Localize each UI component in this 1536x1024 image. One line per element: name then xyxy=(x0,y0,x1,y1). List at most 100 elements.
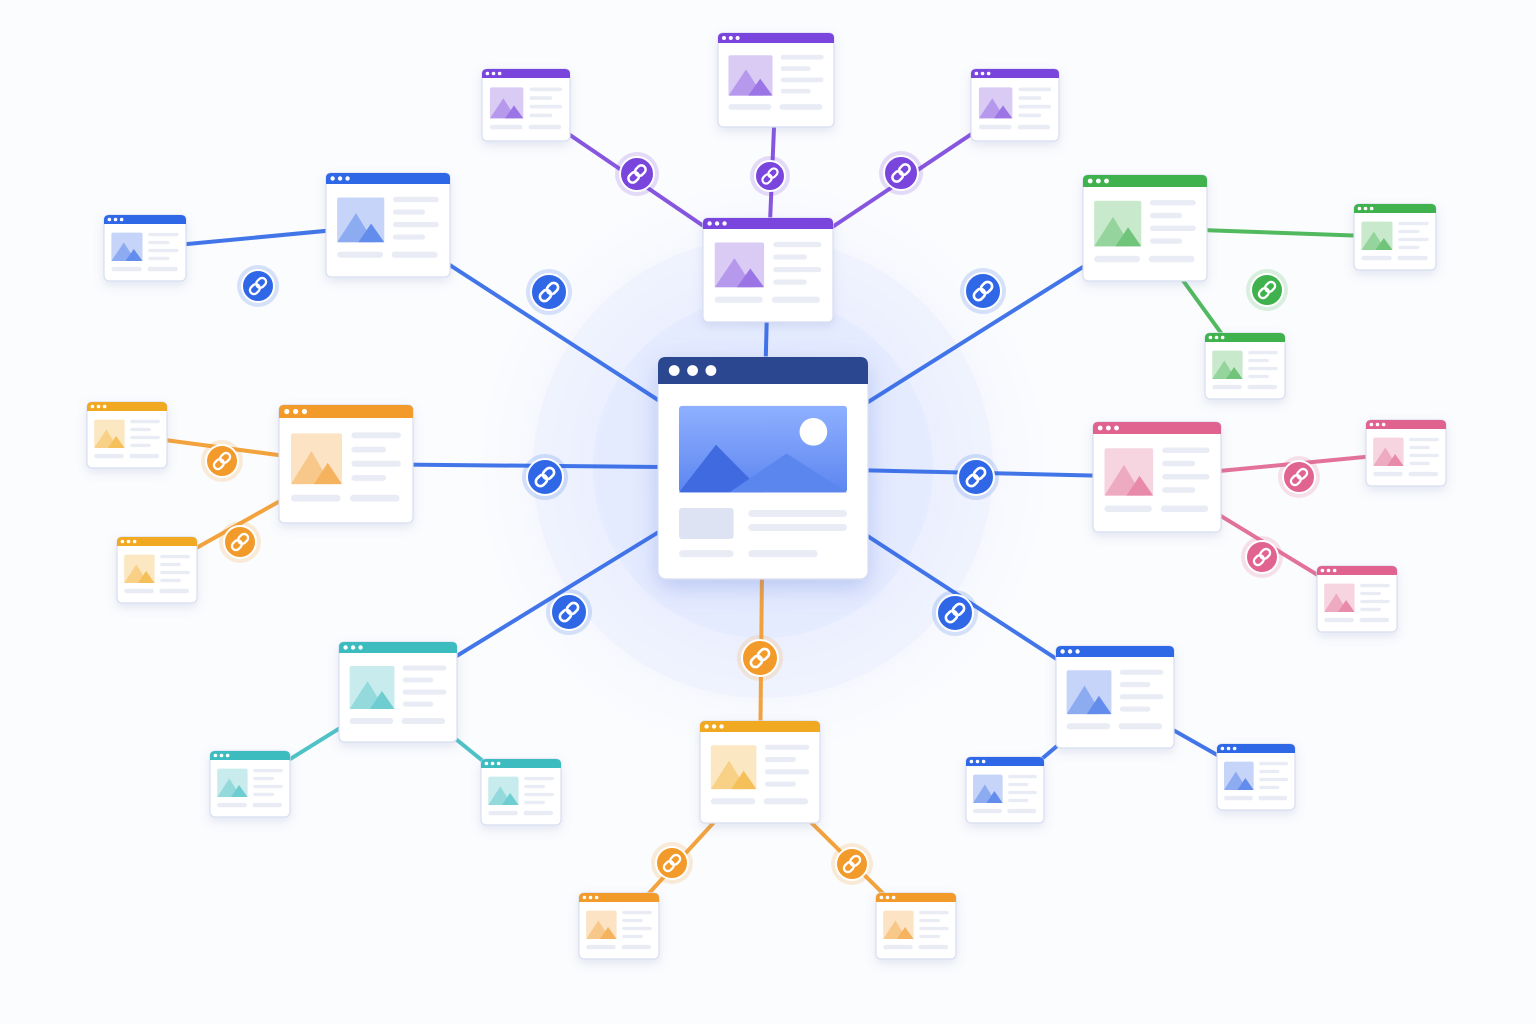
window-header xyxy=(117,537,197,546)
page-card-bottom-left[interactable] xyxy=(578,892,660,960)
window-dots-icon xyxy=(1320,568,1337,573)
link-icon[interactable] xyxy=(237,265,279,307)
page-card-upper-right-below[interactable] xyxy=(1204,332,1286,400)
window-dots-icon xyxy=(582,895,599,900)
window-header xyxy=(579,893,659,902)
window-dots-icon xyxy=(484,761,501,766)
window-header xyxy=(1217,744,1295,753)
page-card-mid-left-top[interactable] xyxy=(86,401,168,469)
link-icon[interactable] xyxy=(750,156,790,196)
window-header xyxy=(87,402,167,411)
page-card-top-center[interactable] xyxy=(702,217,834,323)
link-icon[interactable] xyxy=(960,268,1006,314)
image-placeholder-icon xyxy=(1224,761,1254,790)
window-header xyxy=(104,215,186,224)
window-dots-icon xyxy=(213,753,230,758)
window-header xyxy=(482,69,570,78)
image-placeholder-icon xyxy=(883,910,914,939)
image-placeholder-icon xyxy=(973,774,1003,803)
window-dots-icon xyxy=(1357,206,1374,211)
image-placeholder-icon xyxy=(1094,200,1142,247)
link-icon[interactable] xyxy=(879,151,923,195)
page-card-lower-left[interactable] xyxy=(338,641,458,743)
sun-icon xyxy=(799,417,828,446)
page-card-mid-right-top[interactable] xyxy=(1365,419,1447,487)
window-dots-icon xyxy=(90,404,107,409)
link-icon[interactable] xyxy=(526,269,572,315)
link-icon[interactable] xyxy=(651,842,693,884)
image-placeholder-icon xyxy=(586,910,617,939)
page-card-hub[interactable] xyxy=(657,356,869,580)
link-badges xyxy=(201,151,1320,885)
image-placeholder-icon xyxy=(111,232,143,261)
page-card-top-top[interactable] xyxy=(717,32,835,128)
image-placeholder-icon xyxy=(710,745,757,790)
image-placeholder-icon xyxy=(1212,350,1243,379)
window-header xyxy=(1056,646,1174,657)
page-card-lower-left-a[interactable] xyxy=(209,750,291,818)
window-header xyxy=(1354,204,1436,213)
link-icon[interactable] xyxy=(1241,536,1283,578)
link-icon[interactable] xyxy=(219,521,261,563)
image-placeholder-icon xyxy=(291,433,342,485)
window-dots-icon xyxy=(485,71,502,76)
page-card-top-left[interactable] xyxy=(481,68,571,142)
window-dots-icon xyxy=(1369,422,1386,427)
link-icon[interactable] xyxy=(615,152,659,196)
window-header xyxy=(481,759,561,768)
page-cards xyxy=(86,32,1447,960)
page-card-bottom-right[interactable] xyxy=(875,892,957,960)
window-header xyxy=(966,757,1044,766)
window-dots-icon xyxy=(1087,178,1109,184)
window-header xyxy=(210,751,290,760)
window-header xyxy=(279,405,413,418)
image-placeholder-icon xyxy=(489,87,524,119)
page-card-mid-left[interactable] xyxy=(278,404,414,524)
window-dots-icon xyxy=(1060,649,1080,654)
page-card-mid-left-bottom[interactable] xyxy=(116,536,198,604)
window-header xyxy=(700,721,820,732)
page-card-upper-left[interactable] xyxy=(325,172,451,278)
window-header xyxy=(703,218,833,229)
window-header xyxy=(658,357,868,384)
page-card-upper-right[interactable] xyxy=(1082,174,1208,282)
window-dots-icon xyxy=(722,36,740,40)
page-card-bottom[interactable] xyxy=(699,720,821,824)
page-card-mid-right-bottom[interactable] xyxy=(1316,565,1398,633)
link-icon[interactable] xyxy=(546,589,592,635)
image-placeholder-icon xyxy=(337,197,385,243)
window-header xyxy=(1317,566,1397,575)
link-icon[interactable] xyxy=(737,635,783,681)
page-card-far-left[interactable] xyxy=(103,214,187,282)
window-dots-icon xyxy=(1097,425,1119,431)
window-header xyxy=(1093,422,1221,434)
image-placeholder-icon xyxy=(1361,221,1393,250)
link-icon[interactable] xyxy=(1246,269,1288,311)
page-card-lower-right-b[interactable] xyxy=(1216,743,1296,811)
window-dots-icon xyxy=(120,539,137,544)
thumbnail-placeholder xyxy=(679,507,734,540)
link-icon[interactable] xyxy=(932,590,978,636)
image-placeholder-icon xyxy=(714,242,765,288)
link-icon[interactable] xyxy=(953,454,999,500)
image-placeholder-icon xyxy=(217,768,248,797)
link-icon[interactable] xyxy=(201,440,243,482)
window-dots-icon xyxy=(1208,335,1225,340)
window-dots-icon xyxy=(704,724,724,729)
window-dots-icon xyxy=(343,645,363,650)
page-card-upper-right-far[interactable] xyxy=(1353,203,1437,271)
window-header xyxy=(326,173,450,184)
link-icon[interactable] xyxy=(522,454,568,500)
link-icon[interactable] xyxy=(831,843,873,885)
page-card-lower-right[interactable] xyxy=(1055,645,1175,749)
window-dots-icon xyxy=(284,408,308,415)
image-placeholder-icon xyxy=(1324,583,1355,612)
window-dots-icon xyxy=(330,176,350,181)
image-placeholder-icon xyxy=(1104,448,1154,496)
link-icon[interactable] xyxy=(1278,456,1320,498)
page-card-mid-right[interactable] xyxy=(1092,421,1222,533)
page-card-top-right[interactable] xyxy=(970,68,1060,142)
page-card-lower-left-b[interactable] xyxy=(480,758,562,826)
page-card-lower-right-a[interactable] xyxy=(965,756,1045,824)
